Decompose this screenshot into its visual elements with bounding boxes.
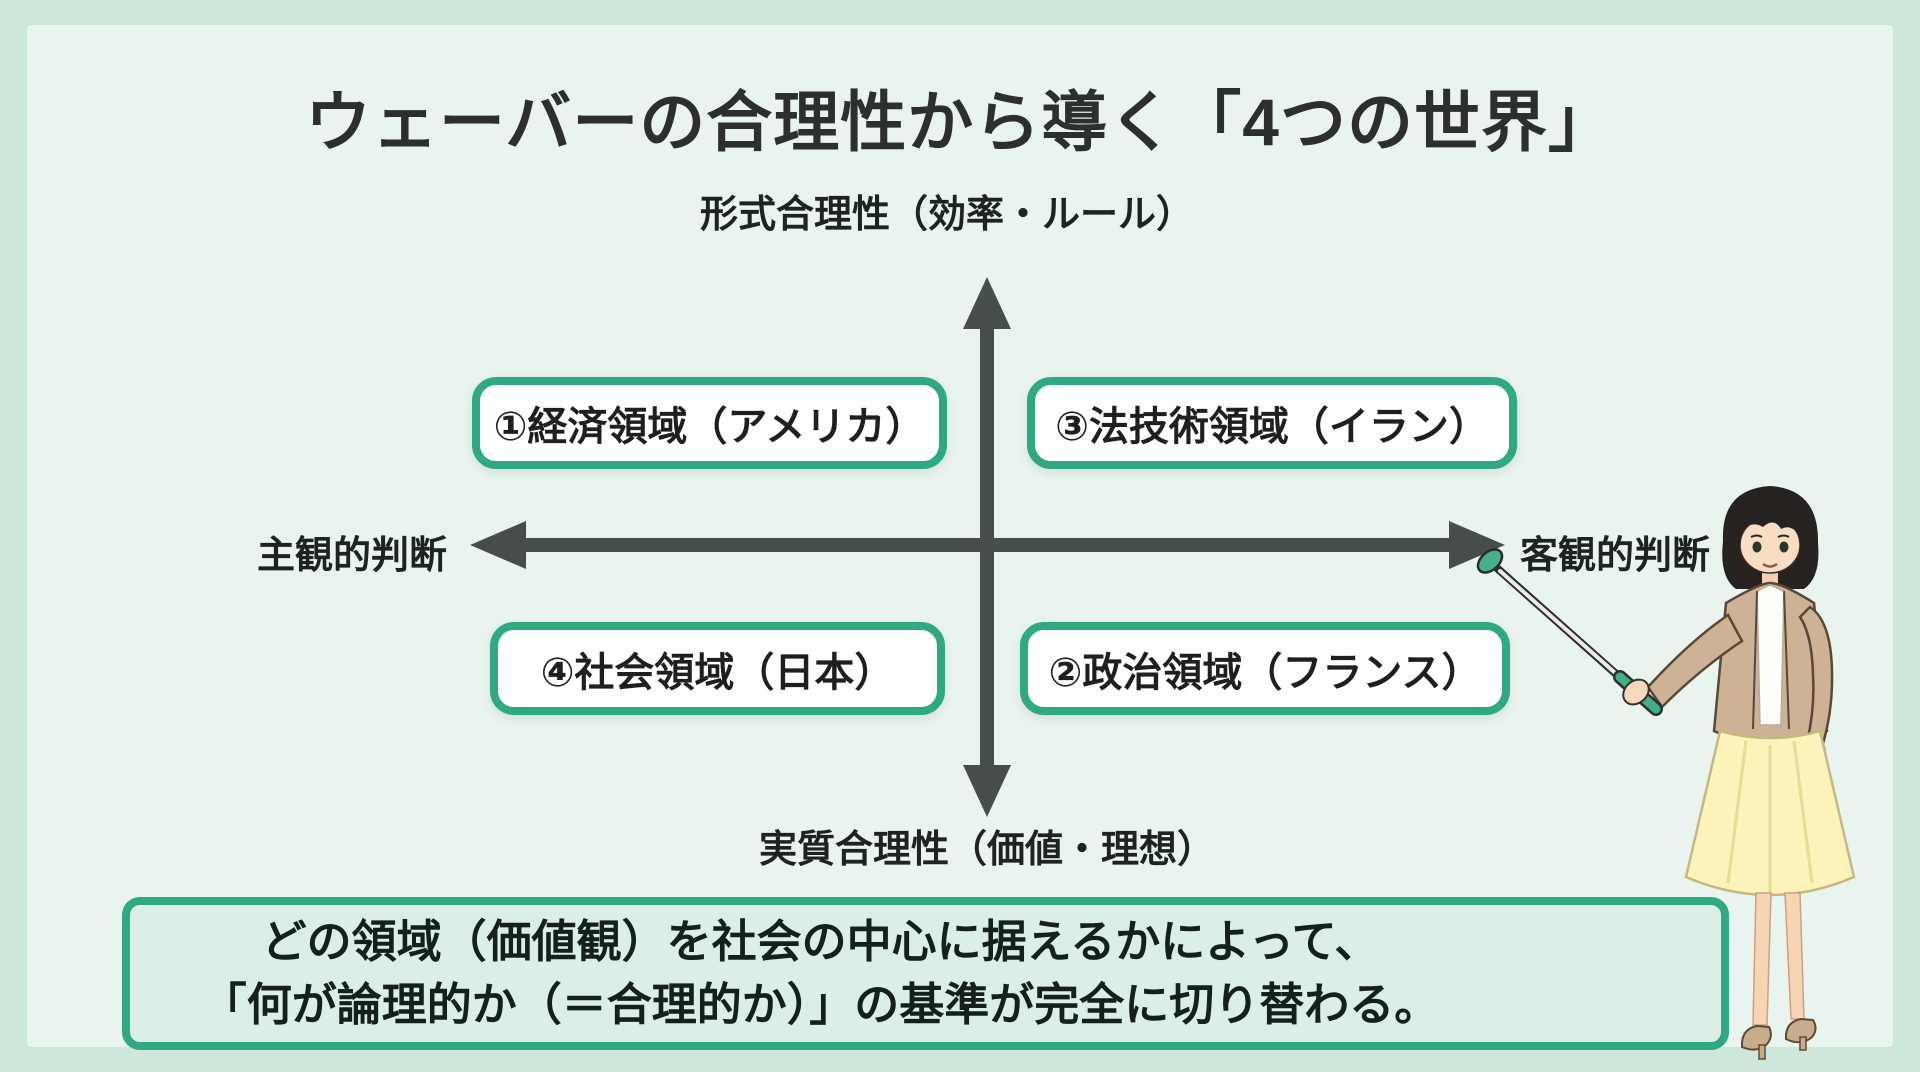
quadrant-box-economy: ①経済領域（アメリカ） bbox=[472, 377, 947, 469]
hand-icon bbox=[1622, 678, 1650, 706]
arrow-left-icon bbox=[470, 521, 526, 569]
quadrant-axes-icon bbox=[470, 277, 1505, 817]
presenter-character-illustration bbox=[1476, 486, 1856, 1060]
smile-icon bbox=[1762, 562, 1778, 568]
diagram-panel: ウェーバーの合理性から導く「4つの世界」 形式合理性（効率・ルール） 実質合理性… bbox=[27, 25, 1893, 1050]
eye-icon bbox=[1752, 541, 1762, 553]
summary-box: どの領域（価値観）を社会の中心に据えるかによって、 「何が論理的か（＝合理的か）… bbox=[122, 897, 1729, 1050]
eye-icon bbox=[1779, 541, 1789, 553]
axis-label-formal-rationality: 形式合理性（効率・ルール） bbox=[699, 194, 1195, 236]
quadrant-box-politics: ②政治領域（フランス） bbox=[1020, 622, 1510, 715]
pointer-tip-icon bbox=[1476, 548, 1504, 574]
axis-label-objective: 客観的判断 bbox=[1520, 535, 1711, 577]
leg-icon bbox=[1752, 892, 1772, 1026]
quadrant-box-legal-technical: ③法技術領域（イラン） bbox=[1027, 377, 1517, 469]
quadrant-label: ④社会領域（日本） bbox=[540, 650, 895, 695]
arrow-right-icon bbox=[1449, 521, 1505, 569]
quadrant-label: ①経済領域（アメリカ） bbox=[493, 405, 926, 449]
shirt-icon bbox=[1756, 584, 1785, 726]
summary-line-1: どの領域（価値観）を社会の中心に据えるかによって、 bbox=[261, 916, 1380, 968]
leg-icon bbox=[1784, 892, 1805, 1020]
quadrant-box-social: ④社会領域（日本） bbox=[490, 622, 945, 715]
shoe-icon bbox=[1740, 1024, 1772, 1051]
quadrant-label: ③法技術領域（イラン） bbox=[1055, 405, 1489, 449]
page-title: ウェーバーの合理性から導く「4つの世界」 bbox=[304, 85, 1616, 159]
axis-label-subjective: 主観的判断 bbox=[257, 535, 448, 577]
summary-line-2: 「何が論理的か（＝合理的か）」の基準が完全に切り替わる。 bbox=[201, 978, 1440, 1030]
axis-label-substantive-rationality: 実質合理性（価値・理想） bbox=[758, 829, 1216, 871]
quadrant-label: ②政治領域（フランス） bbox=[1048, 650, 1482, 695]
arrow-down-icon bbox=[963, 765, 1011, 817]
arrow-up-icon bbox=[963, 277, 1011, 329]
